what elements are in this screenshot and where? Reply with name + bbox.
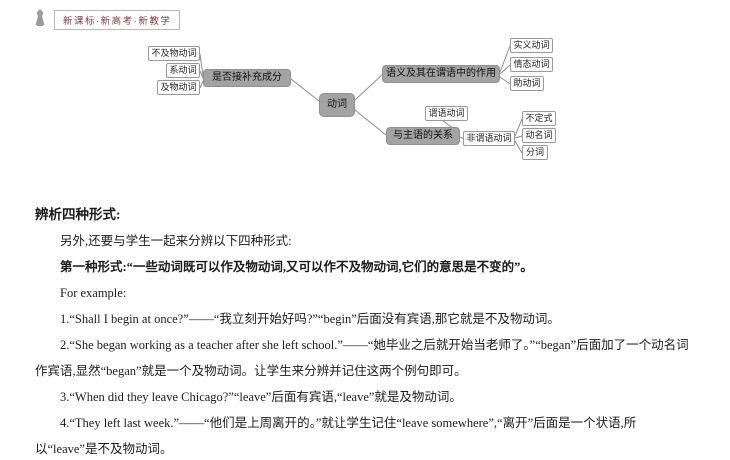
section-heading: 辨析四种形式: <box>35 207 121 222</box>
publisher-logo-icon <box>33 8 47 32</box>
example-1: 1.“Shall I begin at once?”——“我立刻开始好吗?”“b… <box>60 312 560 326</box>
intro-paragraph: 另外,还要与学生一起来分辨以下四种形式: <box>60 234 292 248</box>
node-semantic-branch: 语义及其在谓语中的作用 <box>382 65 500 83</box>
leaf-auxiliary-verb: 助动词 <box>510 76 544 91</box>
leaf-gerund: 动名词 <box>522 128 556 143</box>
lesson-text: 辨析四种形式: 另外,还要与学生一起来分辨以下四种形式: 第一种形式:“一些动词… <box>35 202 698 460</box>
edition-badge: 新课标·新高考·新教学 <box>54 10 181 30</box>
node-subject-relation-branch: 与主语的关系 <box>386 127 460 145</box>
leaf-participle: 分词 <box>522 145 548 160</box>
example-2: 2.“She began working as a teacher after … <box>35 338 689 378</box>
leaf-modal-verb: 情态动词 <box>510 57 553 72</box>
node-complement-branch: 是否接补充成分 <box>203 69 291 87</box>
for-example-label: For example: <box>60 286 127 300</box>
leaf-notional-verb: 实义动词 <box>510 38 553 53</box>
leaf-non-predicate-verb: 非谓语动词 <box>463 131 515 146</box>
leaf-predicate-verb: 谓语动词 <box>425 106 468 121</box>
node-verb-root: 动词 <box>319 93 355 117</box>
leaf-linking-verb: 系动词 <box>166 63 200 78</box>
leaf-infinitive: 不定式 <box>522 111 556 126</box>
form1-paragraph: 第一种形式:“一些动词既可以作及物动词,又可以作不及物动词,它们的意思是不变的”… <box>60 260 533 274</box>
example-4: 4.“They left last week.”——“他们是上周离开的。”就让学… <box>35 416 637 456</box>
leaf-intransitive-verb: 不及物动词 <box>148 46 200 61</box>
connector-lines <box>199 45 523 154</box>
example-3: 3.“When did they leave Chicago?”“leave”后… <box>60 390 462 404</box>
leaf-transitive-verb: 及物动词 <box>157 80 200 95</box>
page-header: 新课标·新高考·新教学 <box>33 8 181 32</box>
verb-mindmap: 动词 是否接补充成分 不及物动词 系动词 及物动词 语义及其在谓语中的作用 实义… <box>0 0 730 190</box>
